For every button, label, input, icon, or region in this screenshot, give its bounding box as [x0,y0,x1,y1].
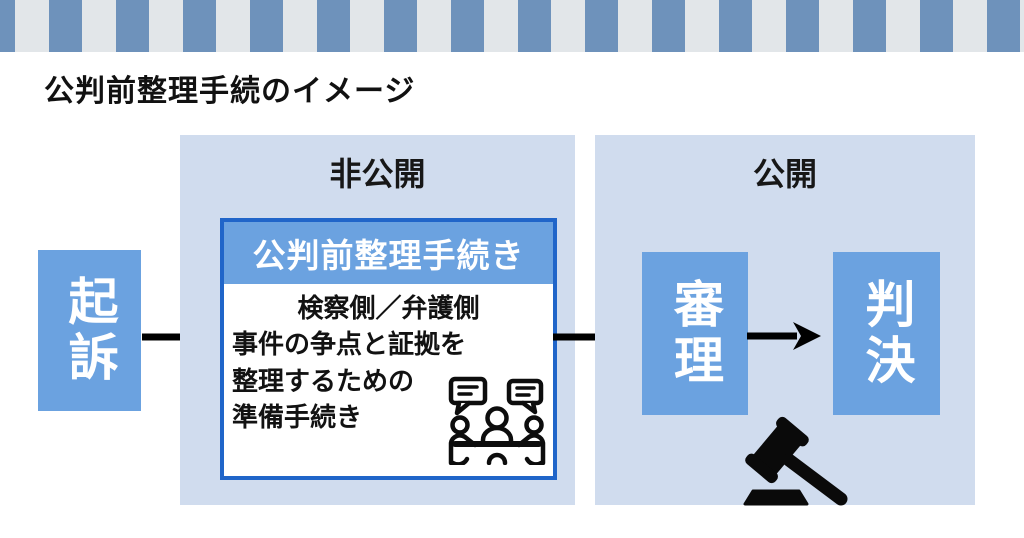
procedure-line-2: 事件の争点と証拠を [232,329,467,360]
hearing-box: 審理 [642,252,748,415]
page-title: 公判前整理手続のイメージ [44,75,416,108]
indictment-box: 起訴 [38,250,141,411]
indictment-label: 起訴 [61,274,118,387]
procedure-card-body: 検察側／弁護側 事件の争点と証拠を 整理するための 準備手続き [224,284,553,476]
closed-panel-label: 非公開 [329,156,426,192]
hearing-label: 審理 [667,277,723,390]
arrow-hearing-to-judgment [745,318,825,354]
meeting-discussion-icon [445,375,549,474]
judgment-box: 判決 [833,252,940,415]
procedure-line-3: 整理するための [232,365,415,396]
procedure-card-header: 公判前整理手続き [224,222,553,284]
judgment-label: 判決 [858,277,915,390]
procedure-line-4: 準備手続き [232,402,363,433]
gavel-icon [733,412,858,513]
awning-stripe-banner [0,0,1024,52]
pretrial-procedure-card: 公判前整理手続き 検察側／弁護側 事件の争点と証拠を 整理するための 準備手続き [220,218,557,480]
procedure-line-1: 検察側／弁護側 [297,293,480,323]
open-panel-label: 公開 [752,156,817,192]
